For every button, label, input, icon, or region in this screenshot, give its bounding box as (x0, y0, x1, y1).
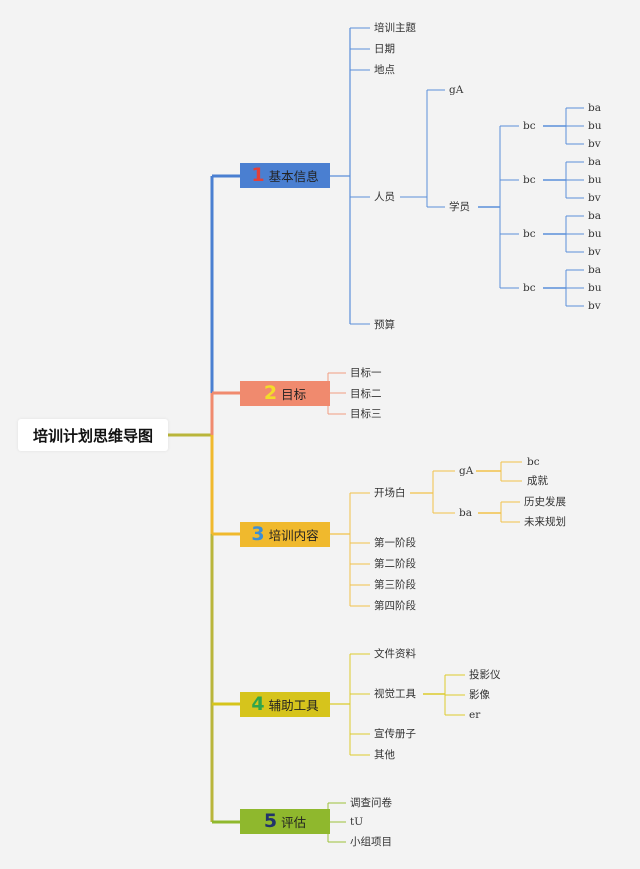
node-topic[interactable]: 培训主题 (374, 22, 416, 34)
branch-label: 目标 (281, 387, 307, 402)
node-group-4-item[interactable]: ba (588, 264, 601, 276)
branch-label: 基本信息 (268, 169, 319, 184)
node-stage-3[interactable]: 第三阶段 (374, 579, 416, 591)
node-group-3-item[interactable]: bv (588, 246, 601, 258)
branch-number: 2 (263, 382, 278, 404)
branch-basic-info[interactable]: 1 基本信息 (240, 163, 330, 188)
node-opening-ba-item[interactable]: 历史发展 (524, 496, 566, 508)
node-visual-tools[interactable]: 视觉工具 (374, 688, 416, 700)
node-students[interactable]: 学员 (449, 201, 470, 213)
node-stage-2[interactable]: 第二阶段 (374, 558, 416, 570)
node-location[interactable]: 地点 (374, 64, 395, 76)
node-group-1-item[interactable]: bv (588, 138, 601, 150)
node-opening-ga-item[interactable]: bc (527, 456, 540, 468)
branch-number: 1 (251, 164, 265, 186)
node-tu[interactable]: tU (350, 816, 364, 828)
node-goal-1[interactable]: 目标一 (350, 367, 382, 379)
branch-goals[interactable]: 2 目标 (240, 381, 330, 406)
node-opening[interactable]: 开场白 (374, 487, 406, 499)
node-group-1[interactable]: bc (523, 120, 536, 132)
node-opening-ba[interactable]: ba (459, 507, 472, 519)
node-group-project[interactable]: 小组项目 (350, 836, 392, 848)
node-group-1-item[interactable]: bu (588, 120, 602, 132)
node-group-4-item[interactable]: bu (588, 282, 602, 294)
node-group-4-item[interactable]: bv (588, 300, 601, 312)
node-group-1-item[interactable]: ba (588, 102, 601, 114)
node-stage-4[interactable]: 第四阶段 (374, 600, 416, 612)
node-projector[interactable]: 投影仪 (469, 669, 501, 681)
node-documents[interactable]: 文件资料 (374, 648, 416, 660)
branch-number: 5 (263, 810, 278, 832)
node-date[interactable]: 日期 (374, 43, 395, 55)
branch-label: 评估 (281, 815, 307, 830)
node-survey[interactable]: 调查问卷 (350, 797, 392, 809)
node-group-3[interactable]: bc (523, 228, 536, 240)
branch-number: 3 (251, 523, 265, 545)
branch-number: 4 (251, 693, 265, 715)
node-group-2-item[interactable]: bv (588, 192, 601, 204)
node-goal-2[interactable]: 目标二 (350, 388, 382, 400)
node-video[interactable]: 影像 (469, 689, 490, 701)
node-group-4[interactable]: bc (523, 282, 536, 294)
node-brochure[interactable]: 宣传册子 (374, 728, 416, 740)
node-group-2-item[interactable]: ba (588, 156, 601, 168)
node-people[interactable]: 人员 (374, 191, 395, 203)
node-other[interactable]: 其他 (374, 749, 395, 761)
node-budget[interactable]: 预算 (374, 319, 395, 331)
node-people-ga[interactable]: gA (449, 84, 464, 96)
node-er[interactable]: er (469, 709, 481, 721)
root-topic[interactable]: 培训计划思维导图 (18, 419, 168, 451)
node-group-2-item[interactable]: bu (588, 174, 602, 186)
node-stage-1[interactable]: 第一阶段 (374, 537, 416, 549)
node-opening-ga-item[interactable]: 成就 (527, 475, 548, 487)
node-group-2[interactable]: bc (523, 174, 536, 186)
node-goal-3[interactable]: 目标三 (350, 408, 382, 420)
branch-training-content[interactable]: 3 培训内容 (240, 522, 330, 547)
node-opening-ga[interactable]: gA (459, 465, 474, 477)
node-opening-ba-item[interactable]: 未来规划 (524, 516, 566, 528)
node-group-3-item[interactable]: bu (588, 228, 602, 240)
branch-evaluation[interactable]: 5 评估 (240, 809, 330, 834)
node-group-3-item[interactable]: ba (588, 210, 601, 222)
branch-tools[interactable]: 4 辅助工具 (240, 692, 330, 717)
branch-label: 培训内容 (268, 528, 319, 543)
branch-label: 辅助工具 (268, 698, 319, 713)
